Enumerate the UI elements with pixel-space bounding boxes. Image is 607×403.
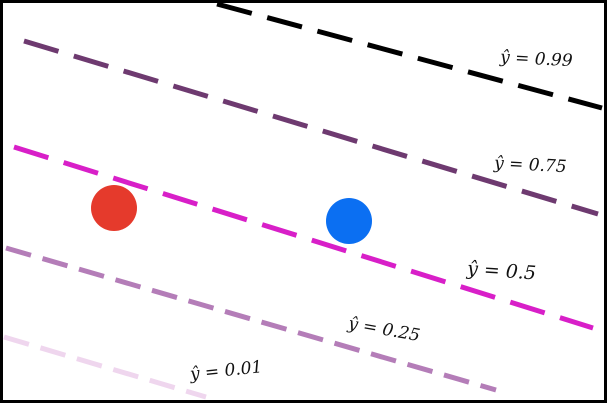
contour-label-0.75: ŷ = 0.75 — [493, 153, 567, 177]
contour-line-0.99 — [216, 1, 603, 111]
contour-label-0.5: ŷ = 0.5 — [465, 258, 536, 285]
blue-point — [326, 198, 372, 244]
contour-line-0.25 — [5, 245, 497, 393]
contour-line-0.75 — [23, 38, 599, 217]
contour-line-0.01 — [3, 334, 207, 400]
red-point — [91, 185, 137, 231]
contour-label-0.99: ŷ = 0.99 — [499, 47, 574, 71]
